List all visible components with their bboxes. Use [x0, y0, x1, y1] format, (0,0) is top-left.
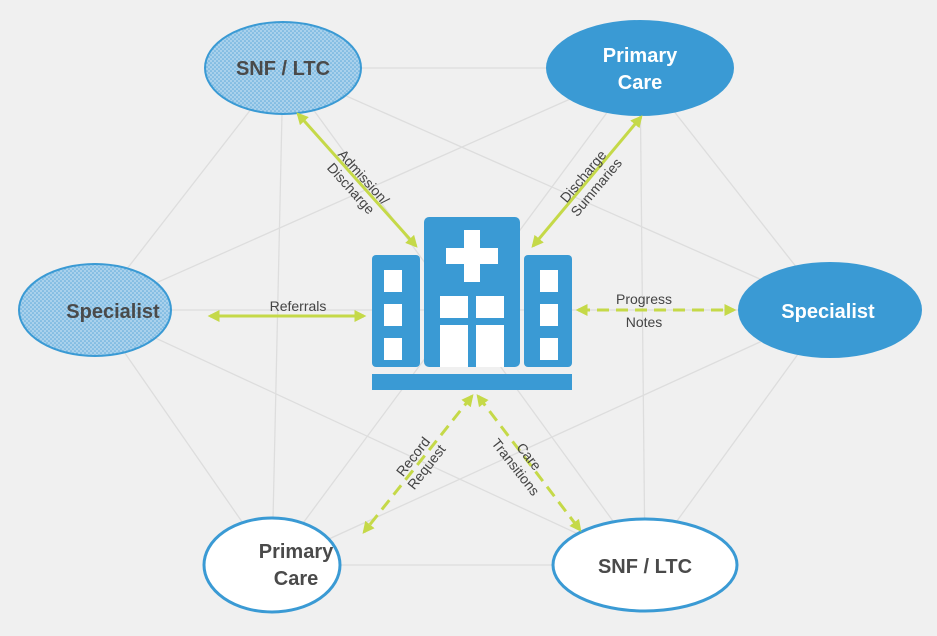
node-snf-ltc-top: SNF / LTC — [204, 21, 362, 115]
node-label: Care — [274, 568, 318, 590]
node-label: Primary — [603, 45, 678, 67]
edge-label-line: Progress — [616, 291, 672, 307]
node-specialist-right: Specialist — [738, 262, 922, 358]
arrow-admission-discharge — [296, 112, 418, 248]
label-record-request: Record Request — [393, 434, 449, 493]
node-label: SNF / LTC — [598, 556, 692, 578]
node-label: Specialist — [66, 301, 160, 323]
arrow-care-transitions — [476, 394, 582, 532]
edge-label-line: Notes — [626, 314, 663, 330]
node-primary-care-bottom: Primary Care — [202, 516, 342, 614]
node-label: Primary — [259, 541, 334, 563]
hospital-building-icon — [372, 217, 572, 390]
label-progress-notes: Progress Notes — [616, 291, 672, 330]
node-specialist-left: Specialist — [18, 263, 172, 357]
node-primary-care-top: Primary Care — [546, 20, 734, 116]
node-label: Specialist — [781, 301, 875, 323]
arrow-discharge-summaries — [531, 115, 643, 248]
arrow-record-request — [362, 394, 474, 534]
node-label: Care — [618, 72, 662, 94]
node-snf-ltc-bottom: SNF / LTC — [551, 517, 739, 613]
label-referrals: Referrals — [270, 298, 327, 314]
node-label: SNF / LTC — [236, 58, 330, 80]
